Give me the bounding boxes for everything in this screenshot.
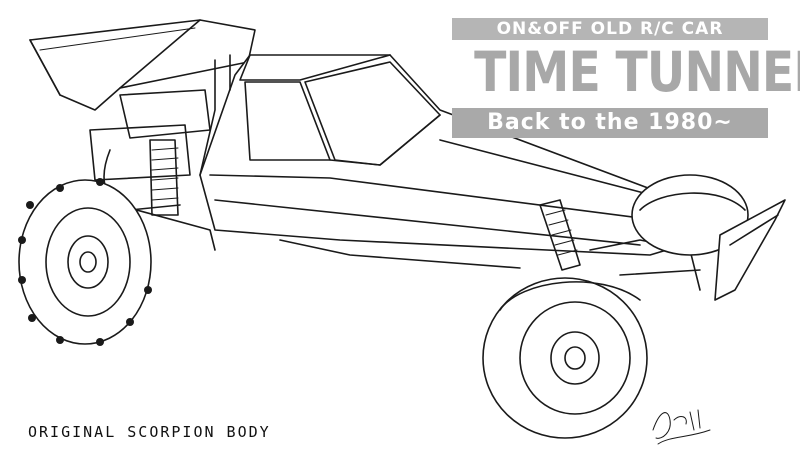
- logo-title: TIME TUNNEL: [474, 40, 800, 104]
- rear-left-wheel: [18, 178, 152, 346]
- rear-wing: [29, 19, 256, 111]
- logo-subtitle: ON&OFF OLD R/C CAR: [452, 18, 768, 40]
- body-caption: ORIGINAL SCORPION BODY: [28, 423, 271, 441]
- front-right-wheel: [631, 174, 749, 256]
- artist-signature: [652, 409, 711, 445]
- time-tunnel-logo: ON&OFF OLD R/C CAR TIME TUNNEL Back to t…: [452, 18, 800, 138]
- logo-tagline: Back to the 1980~: [452, 108, 768, 138]
- front-left-wheel: [482, 277, 648, 439]
- front-bumper: [714, 199, 786, 301]
